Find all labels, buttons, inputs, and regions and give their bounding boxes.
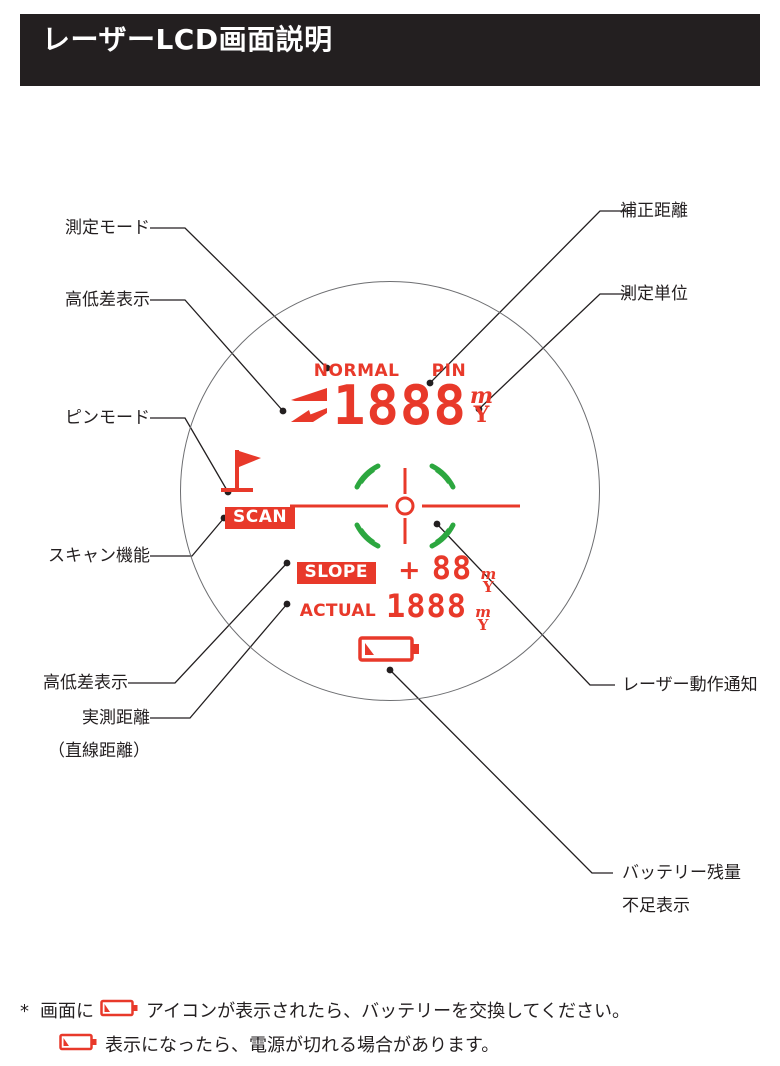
actual-label: ACTUAL — [299, 601, 376, 622]
footnote-star: * — [20, 1001, 29, 1022]
main-distance-digits: 1888 — [332, 374, 467, 437]
crosshair-reticle-icon — [290, 456, 520, 556]
slope-digits: 88 — [431, 549, 473, 587]
callout-pin-mode: ピンモード — [65, 408, 150, 428]
callout-elevation-display-bottom: 高低差表示 — [43, 673, 128, 693]
callout-battery-remaining: バッテリー残量 — [622, 863, 741, 883]
elevation-wedge-icon — [287, 384, 331, 428]
slope-sign: + — [398, 555, 421, 586]
main-unit-yard: Y — [473, 402, 490, 428]
slope-label-slot: SLOPE — [264, 562, 376, 585]
callout-actual-distance-sub: （直線距離） — [48, 741, 150, 761]
actual-digits: 1888 — [386, 587, 468, 625]
lcd-slope-row: SLOPE + 88 m Y — [180, 552, 600, 596]
slope-unit-stack: m Y — [480, 565, 497, 596]
footnote-line-2: 表示になったら、電源が切れる場合があります。 — [20, 1029, 760, 1063]
scan-badge-wrap: SCAN — [225, 507, 296, 529]
lcd-circle-outline — [180, 281, 600, 701]
lcd-display: NORMAL PIN 1888 m Y — [180, 281, 600, 701]
callout-battery-low-sub: 不足表示 — [622, 896, 690, 916]
mode-normal-label: NORMAL — [313, 361, 400, 381]
footnote-line-1: * 画面に アイコンが表示されたら、バッテリーを交換してください。 — [20, 995, 760, 1029]
main-unit-stack: m Y — [469, 383, 494, 428]
mode-pin-label: PIN — [431, 361, 467, 381]
callout-actual-distance: 実測距離 — [82, 708, 150, 728]
slope-badge: SLOPE — [296, 562, 376, 585]
footnote-2-text-b: 表示になったら、電源が切れる場合があります。 — [105, 1035, 500, 1056]
actual-unit-stack: m Y — [475, 603, 492, 634]
callout-scan-function: スキャン機能 — [48, 546, 150, 566]
slope-unit-yard: Y — [482, 577, 494, 596]
lcd-mode-row: NORMAL PIN — [180, 361, 600, 381]
callout-measure-mode: 測定モード — [65, 218, 150, 238]
lcd-main-reading-row: 1888 m Y — [180, 374, 600, 437]
footnotes: * 画面に アイコンが表示されたら、バッテリーを交換してください。 表示になった… — [20, 995, 760, 1063]
lcd-actual-row: ACTUAL 1888 m Y — [180, 590, 600, 634]
footnote-battery-icon-2 — [59, 1030, 99, 1064]
callout-laser-active-notice: レーザー動作通知 — [622, 675, 758, 695]
pin-flag-icon — [215, 446, 263, 506]
callout-corrected-distance: 補正距離 — [620, 201, 688, 221]
slope-unit-meter: m — [480, 565, 497, 583]
callout-measure-unit: 測定単位 — [620, 284, 688, 304]
actual-unit-yard: Y — [477, 615, 489, 634]
actual-value-slot: 1888 m Y — [376, 590, 516, 634]
page-title: レーザーLCD画面説明 — [42, 23, 333, 56]
callout-elevation-display-top: 高低差表示 — [65, 290, 150, 310]
footnote-1-text-b: アイコンが表示されたら、バッテリーを交換してください。 — [146, 1001, 631, 1022]
header-bar — [20, 14, 760, 86]
low-battery-icon — [180, 633, 600, 669]
footnote-1-text-a: 画面に — [40, 1001, 94, 1022]
footnote-battery-icon-1 — [100, 996, 140, 1030]
slope-value-slot: + 88 m Y — [376, 552, 516, 596]
actual-label-slot: ACTUAL — [264, 601, 376, 621]
main-unit-meter: m — [469, 383, 494, 410]
scan-badge: SCAN — [225, 507, 296, 529]
actual-unit-meter: m — [475, 603, 492, 621]
